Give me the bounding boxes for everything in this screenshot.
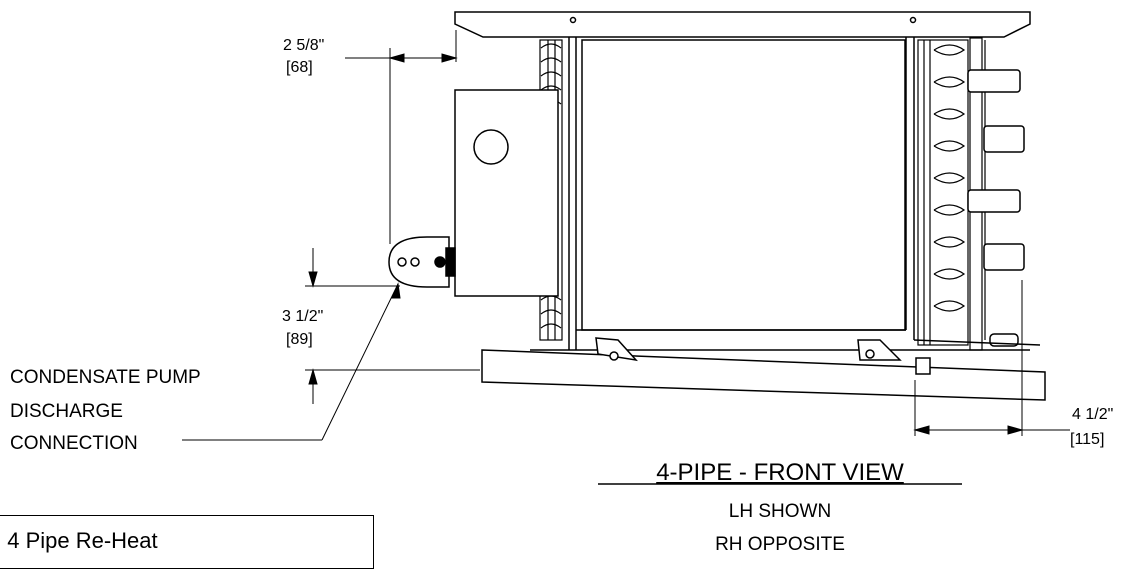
view-subtitle-2: RH OPPOSITE xyxy=(715,534,845,555)
callout-line-2: DISCHARGE xyxy=(10,401,123,422)
dim-top-imperial: 2 5/8" xyxy=(283,37,324,54)
pipe-stubs xyxy=(967,69,1025,347)
callout-line-1: CONDENSATE PUMP xyxy=(10,367,201,388)
view-subtitle-1: LH SHOWN xyxy=(729,501,831,522)
electrical-box xyxy=(454,89,559,297)
dim-left-imperial: 3 1/2" xyxy=(282,308,323,325)
dimension-lines xyxy=(182,30,1070,441)
dim-left-metric: [89] xyxy=(286,331,313,348)
drain-pan xyxy=(481,337,1046,401)
condensate-pump xyxy=(388,236,456,288)
dim-right-imperial: 4 1/2" xyxy=(1072,406,1113,423)
view-title: 4-PIPE - FRONT VIEW xyxy=(656,459,904,486)
caption-text: : 4 Pipe Re-Heat xyxy=(0,528,158,553)
top-flange xyxy=(454,11,1031,38)
dim-right-metric: [115] xyxy=(1070,431,1104,448)
dim-top-metric: [68] xyxy=(286,59,313,76)
caption-box: : 4 Pipe Re-Heat xyxy=(0,515,374,569)
callout-line-3: CONNECTION xyxy=(10,433,138,454)
cabinet-body xyxy=(530,37,1030,351)
